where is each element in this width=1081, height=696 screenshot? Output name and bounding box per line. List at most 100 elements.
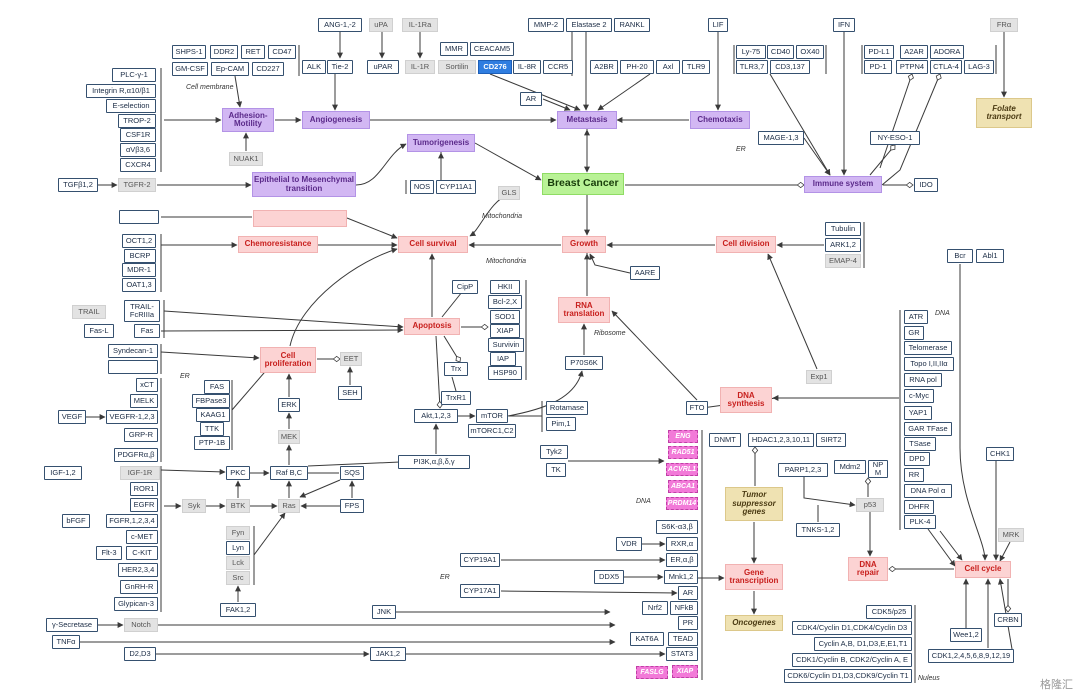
lyn-node: Lyn — [226, 541, 250, 555]
hkii-node: HKII — [490, 280, 520, 294]
fgfr-node: FGFR,1,2,3,4 — [106, 514, 158, 528]
dnapola-node: DNA Pol α — [904, 484, 952, 498]
connector — [231, 365, 271, 411]
syndecan1-node: Syndecan-1 — [108, 344, 158, 358]
telomerase-node: Telomerase — [904, 341, 952, 355]
connector — [959, 264, 988, 561]
ly75-node: Ly-75 — [736, 45, 766, 59]
cyp11a1-node: CYP11A1 — [436, 180, 476, 194]
vegf-node: VEGF — [58, 410, 86, 424]
nos-node: NOS — [410, 180, 434, 194]
pdgfr-node: PDGFRα,β — [114, 448, 158, 462]
label-er-3: ER — [440, 574, 450, 581]
adhesion-motility-node: Adhesion-Motility — [222, 108, 274, 132]
label-er-1: ER — [736, 146, 746, 153]
cell-proliferation-node: Cell proliferation — [260, 347, 316, 373]
ctla4-node: CTLA-4 — [930, 60, 962, 74]
connector — [542, 98, 571, 111]
tnfa-node: TNFα — [52, 635, 80, 649]
vegfr-node: VEGFR-1,2,3 — [106, 410, 158, 424]
rad51-node: RAD51 — [668, 446, 698, 459]
cyp17a1-node: CYP17A1 — [460, 584, 500, 598]
fbpase3-node: FBPase3 — [192, 394, 230, 408]
label-er-2: ER — [180, 373, 190, 380]
apoptosis-node: Apoptosis — [404, 318, 460, 335]
emt-node: Epithelial to Mesenchymal transition — [252, 172, 356, 197]
crbn-node: CRBN — [994, 613, 1022, 627]
connector — [927, 528, 956, 567]
xiap-pink-node: XIAP — [672, 665, 698, 678]
ar-bottom-node: AR — [678, 586, 698, 600]
lif-node: LIF — [708, 18, 728, 32]
cd47-node: CD47 — [268, 45, 296, 59]
wee12-node: Wee1,2 — [950, 628, 982, 642]
cipp-node: CipP — [452, 280, 478, 294]
ras-node: Ras — [278, 499, 300, 513]
folate-transport-node: Folate transport — [976, 98, 1032, 128]
breast-cancer-node: Breast Cancer — [542, 173, 624, 195]
il1r-node: IL-1R — [405, 60, 435, 74]
topo-node: Topo I,II,IIα — [904, 357, 954, 371]
prdm14-node: PRDM14 — [666, 497, 698, 510]
trail-node: TRAIL — [72, 305, 106, 319]
kaag1-node: KAAG1 — [196, 408, 230, 422]
connector — [803, 477, 856, 508]
connector — [435, 335, 443, 409]
connector — [769, 73, 831, 176]
upa-node: uPA — [369, 18, 393, 32]
connector — [163, 310, 404, 330]
a2ar-node: A2AR — [900, 45, 928, 59]
mdm2-node: Mdm2 — [834, 460, 866, 474]
nrf2-node: Nrf2 — [642, 601, 668, 615]
igf1r-node: IGF-1R — [120, 466, 160, 480]
sortilin-node: Sortilin — [438, 60, 476, 74]
survivin-node: Survivin — [488, 338, 524, 352]
growth-node: Growth — [562, 236, 606, 253]
dna-repair-node: DNA repair — [848, 557, 888, 581]
btk-node: BTK — [226, 499, 250, 513]
rnapol-node: RNA pol — [904, 373, 942, 387]
cmet-node: c-MET — [126, 530, 158, 544]
ang12-node: ANG-1,-2 — [318, 18, 362, 32]
nuak1-node: NUAK1 — [229, 152, 263, 166]
ttk-node: TTK — [200, 422, 224, 436]
sqs-node: SQS — [340, 466, 364, 480]
trailr-node: TRAIL-FcRIIIa — [124, 300, 160, 322]
abl1-node: Abl1 — [976, 249, 1004, 263]
jak12-node: JAK1,2 — [370, 647, 406, 661]
ar-top-node: AR — [520, 92, 542, 106]
hsp90-node: HSP90 — [488, 366, 522, 380]
trop2-node: TROP-2 — [118, 114, 156, 128]
gartfase-node: GAR TFase — [904, 422, 952, 436]
ifn-node: IFN — [833, 18, 855, 32]
flt3-node: Flt-3 — [96, 546, 122, 560]
connector — [589, 253, 631, 274]
akt-node: Akt,1,2,3 — [414, 409, 458, 423]
label-cell-membrane: Cell membrane — [186, 84, 234, 91]
tgfb12-node: TGFβ1,2 — [58, 178, 98, 192]
alk-node: ALK — [302, 60, 326, 74]
ddr2-node: DDR2 — [210, 45, 238, 59]
syk-node: Syk — [182, 499, 206, 513]
mmr-node: MMR — [440, 42, 468, 56]
ret-node: RET — [241, 45, 265, 59]
trxr1-node: TrxR1 — [441, 391, 471, 405]
iap-node: IAP — [490, 352, 516, 366]
tsase-node: TSase — [904, 437, 936, 451]
tnks-node: TNKS-1,2 — [796, 523, 840, 537]
erab-node: ER,α,β — [666, 553, 698, 567]
lag3-node: LAG-3 — [964, 60, 994, 74]
tk-node: TK — [546, 463, 566, 477]
fas2-node: FAS — [204, 380, 230, 394]
dna-synthesis-node: DNA synthesis — [720, 387, 772, 413]
tlr37-node: TLR3,7 — [736, 60, 768, 74]
tubulin-node: Tubulin — [825, 222, 861, 236]
exp1-node: Exp1 — [806, 370, 832, 384]
label-mitochondria-2: Mitochondria — [486, 258, 527, 265]
connector — [999, 541, 1011, 562]
oat13-node: OAT1,3 — [122, 278, 156, 292]
connector — [253, 512, 286, 556]
tgfr2-node: TGFR-2 — [118, 178, 156, 192]
ptp1b-node: PTP-1B — [194, 436, 230, 450]
